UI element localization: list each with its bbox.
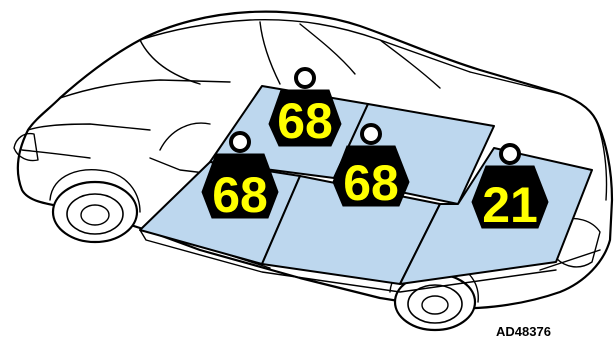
- weight-ring-icon: [501, 145, 519, 163]
- weight-label: 68: [277, 93, 333, 149]
- weight-label: 21: [482, 177, 538, 233]
- weight-ring-icon: [231, 133, 249, 151]
- weight-rear-left: 68: [269, 69, 341, 149]
- weight-label: 68: [212, 167, 268, 223]
- weight-ring-icon: [362, 125, 380, 143]
- weight-label: 68: [343, 155, 399, 211]
- weight-ring-icon: [296, 69, 314, 87]
- figure-reference-code: AD48376: [496, 324, 551, 339]
- front-wheel: [50, 170, 140, 242]
